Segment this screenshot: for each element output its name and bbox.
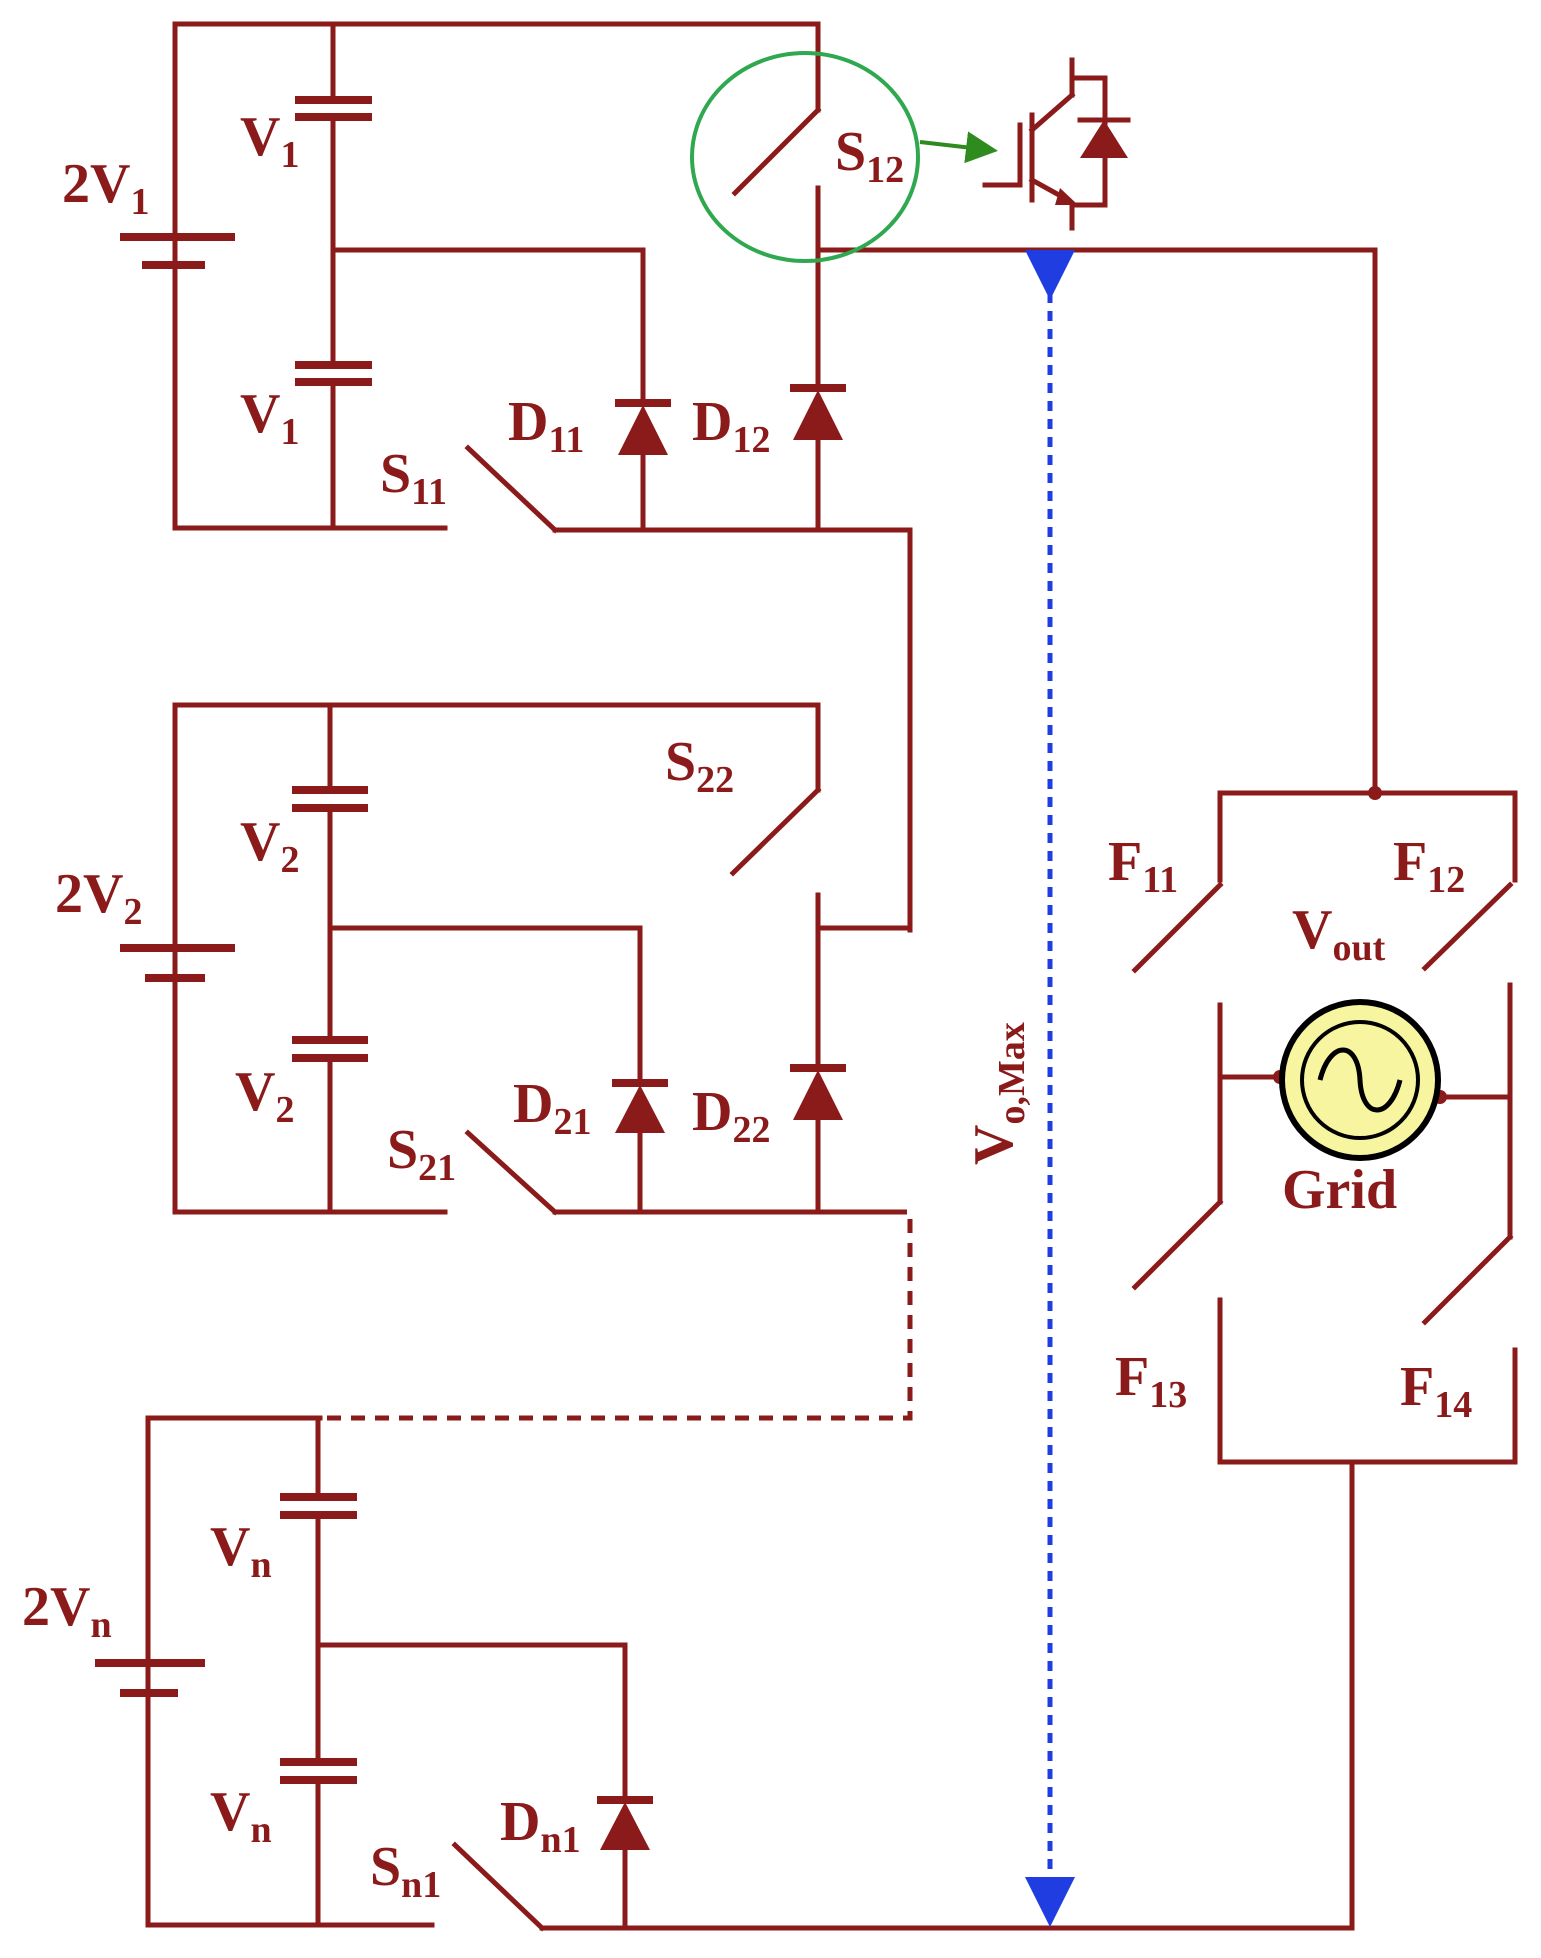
switch-sn1	[451, 1841, 546, 1932]
grid-source-icon	[1279, 999, 1441, 1161]
battery-2v1	[120, 21, 235, 531]
switch-s21	[464, 1129, 559, 1216]
label-dn1: Dn1	[500, 1791, 581, 1861]
label-s12: S12	[835, 121, 904, 191]
label-s11: S11	[380, 443, 447, 513]
label-2vn: 2Vn	[22, 1576, 112, 1646]
highlight-circle	[690, 51, 920, 263]
highlight-arrow	[919, 131, 998, 164]
label-sn1: Sn1	[370, 1836, 441, 1906]
label-2v1: 2V1	[62, 153, 149, 223]
diode-dn1	[597, 1796, 653, 1931]
label-vout: Vout	[1292, 899, 1386, 969]
stage-1	[120, 21, 1378, 933]
capacitor-column-n	[280, 1415, 628, 1928]
diode-d22	[790, 1064, 846, 1215]
battery-2vn	[95, 1415, 205, 1928]
capacitor-column-1	[295, 21, 646, 531]
switch-s11	[464, 444, 559, 534]
switch-f12	[1421, 881, 1514, 972]
label-v2-top: V2	[240, 811, 299, 881]
label-d21: D21	[513, 1073, 591, 1143]
label-f12: F12	[1393, 831, 1465, 901]
switch-f14	[1421, 1233, 1514, 1326]
diode-d12	[790, 384, 846, 533]
label-v1-top: V1	[240, 106, 299, 176]
stage-2	[120, 702, 913, 1421]
label-f14: F14	[1400, 1356, 1472, 1426]
switch-s12	[731, 21, 822, 388]
wire	[172, 702, 821, 1215]
label-vn-bottom: Vn	[210, 1781, 272, 1851]
label-f13: F13	[1115, 1346, 1187, 1416]
battery-2v2	[120, 702, 235, 1215]
switch-f13	[1131, 1198, 1224, 1291]
capacitor-column-2	[292, 702, 643, 1215]
label-v1-bottom: V1	[240, 383, 299, 453]
label-vn-top: Vn	[210, 1516, 272, 1586]
diode-d11	[615, 399, 671, 533]
label-s22: S22	[665, 731, 734, 801]
h-bridge	[1131, 786, 1518, 1465]
label-d11: D11	[508, 391, 584, 461]
label-d22: D22	[692, 1081, 770, 1151]
stage-n	[95, 1415, 1355, 1932]
label-s21: S21	[387, 1119, 456, 1189]
igbt-icon	[982, 57, 1131, 231]
label-vo-max: Vo,Max	[963, 1022, 1033, 1165]
wire	[539, 1459, 1355, 1931]
switch-s22	[729, 786, 822, 1071]
label-v2-bottom: V2	[235, 1061, 294, 1131]
label-2v2: 2V2	[55, 863, 142, 933]
switch-f11	[1131, 881, 1224, 974]
diode-d21	[612, 1079, 668, 1215]
wire	[815, 247, 1378, 796]
wire	[552, 527, 913, 933]
label-f11: F11	[1108, 831, 1178, 901]
dashed-link	[325, 1209, 913, 1421]
label-grid: Grid	[1282, 1159, 1397, 1221]
label-d12: D12	[692, 391, 770, 461]
